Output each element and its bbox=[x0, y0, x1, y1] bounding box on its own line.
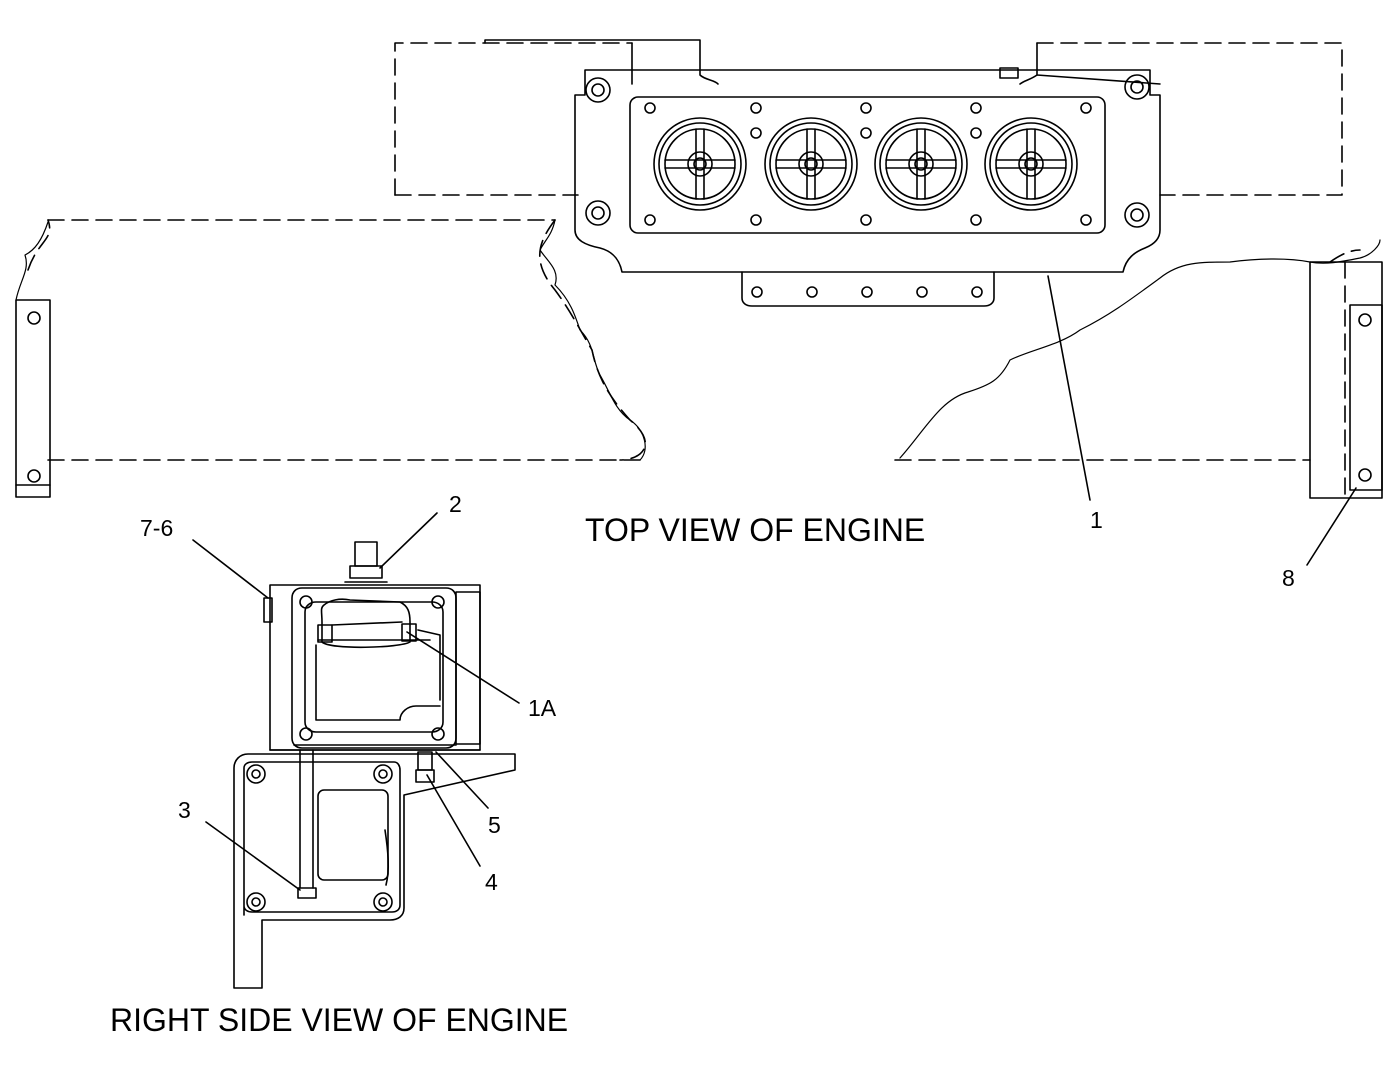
callout-5: 5 bbox=[488, 812, 501, 838]
intake-element bbox=[317, 598, 417, 649]
side-intake-housing bbox=[263, 584, 481, 751]
callout-1: 1 bbox=[1090, 507, 1103, 533]
leader-line-1 bbox=[1047, 275, 1091, 501]
intake-port-2 bbox=[764, 117, 858, 211]
leader-line-4 bbox=[426, 774, 481, 867]
break-lines bbox=[15, 219, 1381, 461]
leader-line-8 bbox=[1306, 487, 1357, 566]
flange-bolt-holes bbox=[751, 286, 983, 298]
top-view-title: TOP VIEW OF ENGINE bbox=[585, 512, 925, 548]
manifold-flange bbox=[741, 271, 995, 307]
short-bolt bbox=[415, 751, 435, 783]
intake-port-4 bbox=[984, 117, 1078, 211]
callout-1a: 1A bbox=[528, 695, 557, 721]
callout-8: 8 bbox=[1282, 565, 1295, 591]
leader-line-5 bbox=[435, 751, 489, 809]
long-bolt bbox=[297, 749, 317, 899]
leader-line-1a bbox=[406, 631, 520, 704]
leader-line-3 bbox=[205, 821, 301, 891]
mount-bracket-left bbox=[15, 299, 51, 498]
intake-port-1 bbox=[653, 117, 747, 211]
mount-bracket-right bbox=[1309, 261, 1383, 499]
intake-manifold bbox=[574, 67, 1161, 307]
top-view bbox=[15, 39, 1383, 566]
callout-7-6: 7-6 bbox=[140, 515, 173, 541]
callout-4: 4 bbox=[485, 869, 498, 895]
top-stud bbox=[344, 541, 388, 583]
cover-bolt-holes bbox=[644, 102, 1092, 226]
side-mount-bracket bbox=[233, 753, 516, 989]
callout-2: 2 bbox=[449, 491, 462, 517]
side-view-title: RIGHT SIDE VIEW OF ENGINE bbox=[110, 1002, 568, 1038]
leader-line-2 bbox=[379, 512, 438, 569]
callout-3: 3 bbox=[178, 797, 191, 823]
upper-frame-left bbox=[484, 39, 719, 85]
leader-line-7-6 bbox=[192, 539, 269, 599]
side-view bbox=[192, 512, 520, 989]
upper-frame-right bbox=[1019, 42, 1161, 85]
intake-port-3 bbox=[874, 117, 968, 211]
